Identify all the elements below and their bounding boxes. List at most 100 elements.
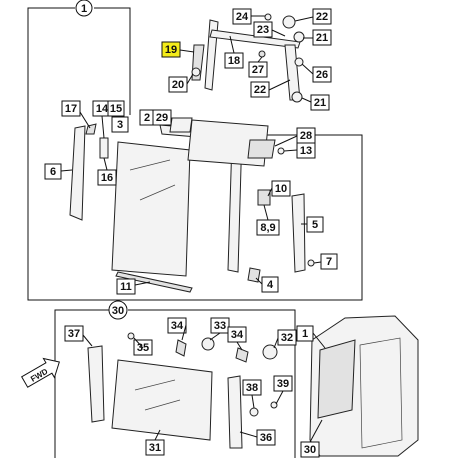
clip-34b bbox=[235, 347, 249, 363]
washer-21 bbox=[293, 31, 305, 43]
callout-31: 31 bbox=[149, 442, 161, 454]
seal-36 bbox=[227, 375, 243, 449]
washer-21b bbox=[291, 91, 303, 103]
callout-39: 39 bbox=[277, 378, 289, 390]
callout-4: 4 bbox=[267, 279, 274, 291]
glass-3 bbox=[111, 141, 191, 277]
nut-27 bbox=[258, 50, 266, 58]
callout-34: 34 bbox=[171, 320, 184, 332]
door-frame-parts bbox=[69, 117, 315, 293]
callout-36-box bbox=[256, 429, 276, 446]
bolt-7 bbox=[307, 259, 315, 267]
callout-22b: 22 bbox=[254, 84, 266, 96]
glass-31 bbox=[111, 359, 213, 441]
group-30-label: 30 bbox=[112, 305, 124, 317]
callout-18: 18 bbox=[228, 55, 240, 67]
callouts: 24 22 23 21 19 18 27 26 20 22 21 17 14 1… bbox=[44, 8, 338, 458]
bolt-26 bbox=[294, 57, 304, 67]
callout-8-9: 8,9 bbox=[260, 222, 275, 234]
link-bar bbox=[209, 29, 301, 49]
cab-illustration bbox=[309, 315, 419, 457]
callout-21b-box bbox=[310, 94, 330, 111]
clip-17 bbox=[85, 123, 97, 135]
callout-33: 33 bbox=[214, 320, 226, 332]
callout-23: 23 bbox=[257, 24, 269, 36]
callout-24: 24 bbox=[236, 11, 249, 23]
linkage-assembly bbox=[191, 13, 305, 103]
callout-21b: 21 bbox=[314, 97, 326, 109]
callout-27: 27 bbox=[252, 64, 264, 76]
callout-15-box bbox=[107, 100, 125, 117]
callout-28: 28 bbox=[300, 130, 312, 142]
callout-23-box bbox=[253, 21, 273, 38]
callout-34b: 34 bbox=[231, 329, 244, 341]
washer-22 bbox=[282, 15, 296, 29]
group-1-label: 1 bbox=[81, 3, 87, 15]
callout-36: 36 bbox=[260, 432, 272, 444]
callout-3-box bbox=[111, 116, 129, 133]
callout-19: 19 bbox=[165, 44, 177, 56]
strip-11 bbox=[115, 271, 193, 293]
bolt-39 bbox=[270, 401, 278, 409]
callout-37-box bbox=[64, 325, 84, 342]
callout-21a: 21 bbox=[316, 32, 328, 44]
callout-3: 3 bbox=[117, 119, 123, 131]
callout-11: 11 bbox=[120, 281, 132, 293]
glass-31-reflect bbox=[134, 379, 181, 411]
callout-1b: 1 bbox=[302, 328, 308, 340]
callout-26-box bbox=[312, 66, 332, 83]
callout-15: 15 bbox=[110, 103, 122, 115]
upper-group-frame bbox=[27, 7, 363, 301]
bracket-10 bbox=[257, 189, 271, 206]
washer-38 bbox=[249, 407, 259, 417]
callout-4-box bbox=[261, 276, 279, 293]
bracket-29 bbox=[169, 117, 193, 133]
callout-17-box bbox=[61, 100, 81, 117]
cab-side-window bbox=[359, 337, 403, 449]
callout-10: 10 bbox=[275, 183, 287, 195]
bolt-35 bbox=[127, 332, 135, 340]
forward-arrow: FWD bbox=[20, 357, 60, 388]
callout-14: 14 bbox=[96, 103, 109, 115]
callout-32: 32 bbox=[281, 332, 293, 344]
seal-6 bbox=[69, 125, 86, 221]
callout-19-box bbox=[161, 41, 181, 58]
callout-7: 7 bbox=[326, 256, 332, 268]
callout-2: 2 bbox=[144, 112, 150, 124]
callout-30b: 30 bbox=[304, 444, 316, 456]
callout-17: 17 bbox=[65, 103, 77, 115]
cab-door-window bbox=[317, 339, 356, 419]
lower-window-parts bbox=[87, 332, 278, 449]
lower-group-frame bbox=[54, 309, 296, 458]
callout-6-box bbox=[44, 163, 62, 180]
callout-20-box bbox=[168, 76, 188, 93]
callout-7-box bbox=[320, 253, 338, 270]
callout-5: 5 bbox=[312, 219, 318, 231]
callout-38: 38 bbox=[246, 382, 258, 394]
clip-34 bbox=[175, 339, 187, 357]
callout-32-box bbox=[277, 329, 297, 346]
callout-37: 37 bbox=[68, 328, 80, 340]
callout-13: 13 bbox=[300, 145, 312, 157]
callout-16: 16 bbox=[101, 172, 113, 184]
bolt-13 bbox=[277, 147, 285, 155]
callout-29: 29 bbox=[156, 112, 168, 124]
glass-3-reflect bbox=[129, 159, 176, 201]
callout-20: 20 bbox=[172, 79, 184, 91]
knob-33 bbox=[201, 337, 215, 351]
bolt-24 bbox=[264, 13, 272, 21]
hinge-28 bbox=[247, 139, 276, 159]
knob-32 bbox=[262, 344, 278, 360]
bolt-20 bbox=[191, 67, 201, 77]
group-30-circle bbox=[108, 300, 128, 320]
callout-26: 26 bbox=[316, 69, 328, 81]
seal-5 bbox=[291, 193, 306, 273]
callout-22a-box bbox=[312, 8, 332, 25]
seal-37 bbox=[87, 345, 105, 423]
callout-29-box bbox=[152, 109, 172, 126]
leader-lines bbox=[60, 15, 326, 443]
latch-16 bbox=[99, 137, 109, 159]
group-1-circle bbox=[75, 0, 93, 17]
callout-22a: 22 bbox=[316, 11, 328, 23]
